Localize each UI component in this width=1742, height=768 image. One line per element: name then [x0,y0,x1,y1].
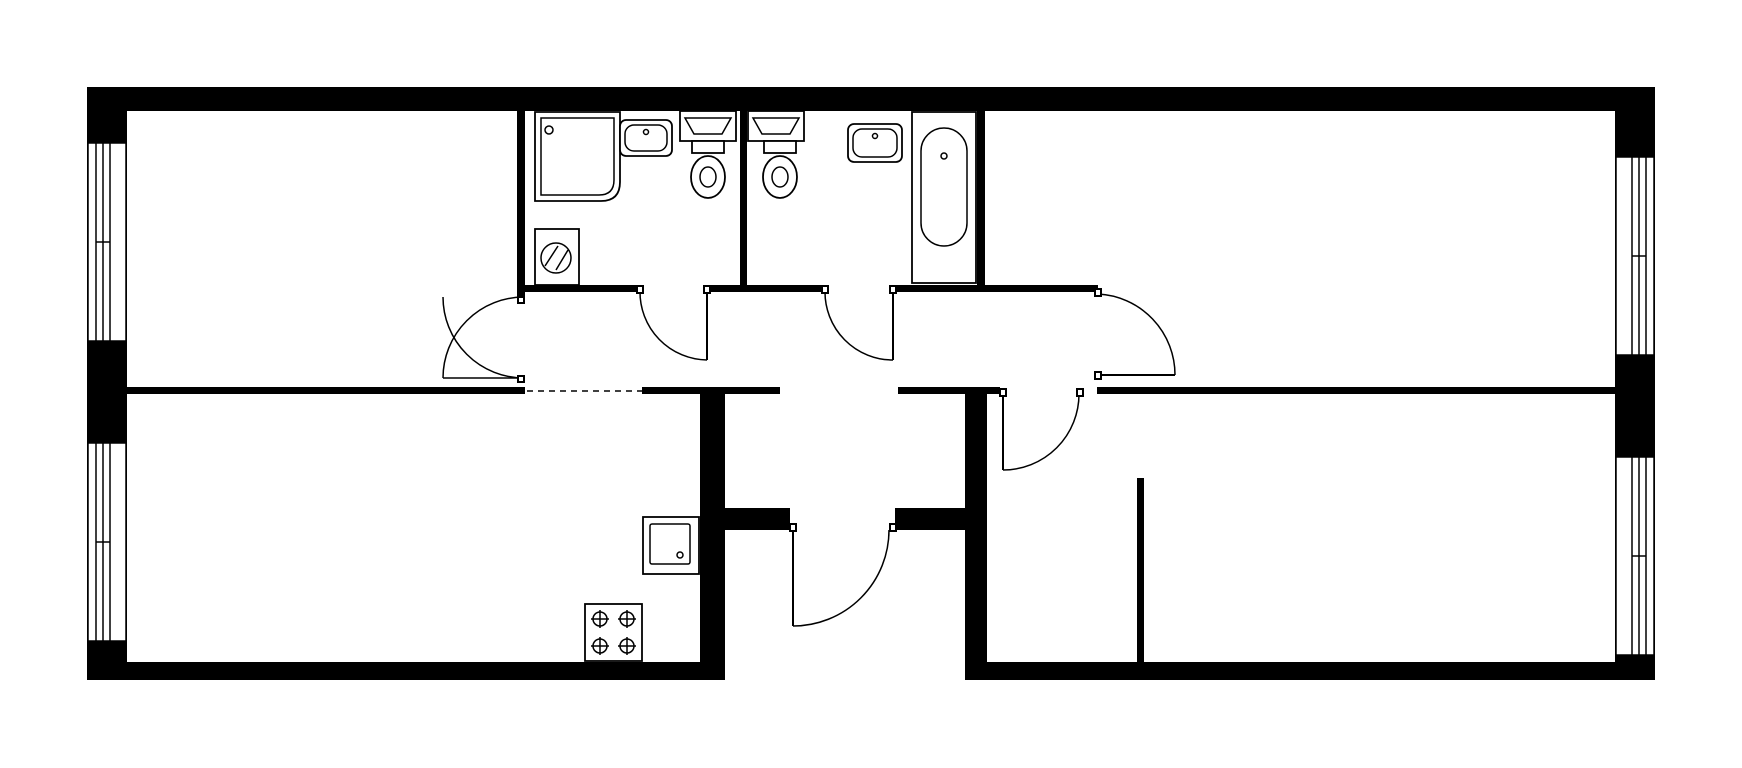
closet-wall [1137,478,1144,663]
outer-wall-bottom-left [87,662,719,680]
toilet-icon [690,140,726,199]
toilet-icon [762,140,798,199]
doors [442,285,1176,627]
bathroom-right-wall [977,110,985,290]
kitchen-hall-wall [700,392,725,680]
kitchen-sink-icon [642,516,700,575]
cistern-icon [747,110,805,142]
outer-wall-top [87,87,1655,111]
outer-wall-bottom-right [967,662,1655,680]
door-icon [789,523,797,532]
shower-room-left-wall [517,110,525,303]
hob-icon [584,603,643,662]
partition-bedrooms-right [1097,387,1615,394]
washbasin-icon [619,119,673,157]
shower-tray-icon [534,111,621,202]
entry-wall-right [895,508,965,530]
door-icon [1094,288,1102,297]
window-right-lower [1615,456,1655,656]
partition-hall-right [898,387,1000,394]
shower-room-fixtures [534,110,737,286]
bedroom-bottom-right [1150,398,1615,662]
door-icon [821,285,829,294]
door-shower-room [636,285,711,361]
washing-machine-icon [534,228,580,286]
door-bedroom-top-right [1094,288,1176,380]
bedroom-top-right [990,110,1615,390]
bathroom-bottom-wall [895,285,1098,292]
windows [87,142,1655,656]
partition-bedroom-kitchen [127,387,525,394]
partition-hall-left [642,387,780,394]
door-bedroom-top-left [442,296,525,383]
door-entrance [789,523,897,627]
toilet-room-bottom-wall [710,285,825,292]
shower-toilet-wall [740,110,747,288]
bathtub-icon [911,111,977,284]
shower-room-bottom-wall [523,285,640,292]
window-left-upper [87,142,127,342]
bedroom-top-left [128,110,520,390]
door-icon [636,285,644,294]
toilet-room-fixtures [747,110,977,284]
window-right-upper [1615,156,1655,356]
hall-closet-wall [965,392,987,680]
kitchen-fixtures [584,516,700,662]
window-left-lower [87,442,127,642]
entry-wall-left [725,508,790,530]
door-toilet-room [821,285,897,361]
door-icon [999,388,1007,397]
closet [990,398,1140,662]
cistern-icon [679,110,737,142]
door-bedroom-bottom-right [999,388,1084,471]
washbasin-icon [847,123,903,163]
